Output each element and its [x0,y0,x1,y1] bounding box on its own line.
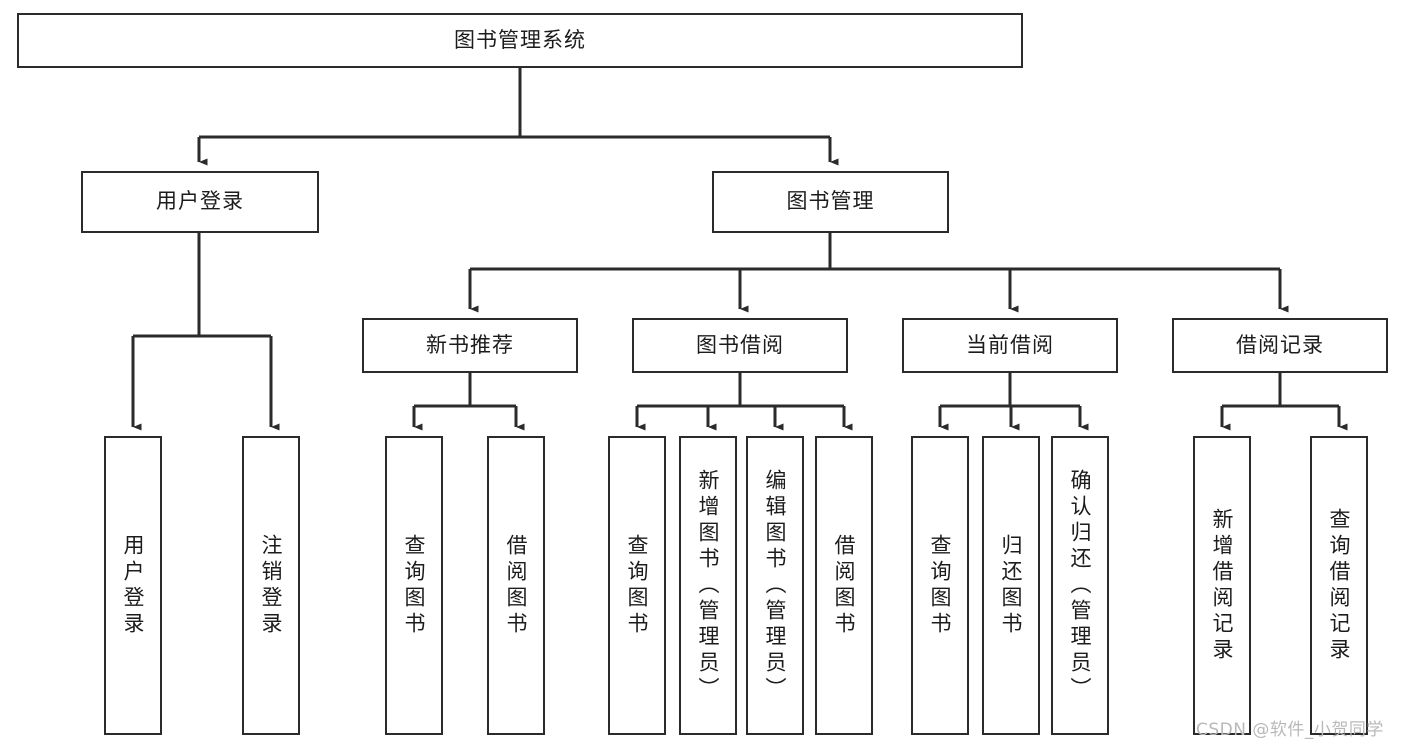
node-new-book-rec[interactable]: 新书推荐 [362,318,578,373]
node-leaf-return-book[interactable]: 归还图书 [982,436,1040,735]
node-leaf-confirm-return-label: 确认归还（管理员） [1068,468,1093,703]
node-leaf-user-logout[interactable]: 注销登录 [242,436,300,735]
node-leaf-user-login[interactable]: 用户登录 [104,436,162,735]
node-leaf-query-borrow-record-label: 查询借阅记录 [1327,507,1352,664]
node-leaf-query-book-borrow[interactable]: 查询图书 [608,436,666,735]
node-leaf-query-book-rec[interactable]: 查询图书 [385,436,443,735]
node-root-label: 图书管理系统 [454,27,586,52]
node-leaf-borrow-book[interactable]: 借阅图书 [815,436,873,735]
node-new-book-rec-label: 新书推荐 [426,332,514,357]
node-leaf-query-book-current-label: 查询图书 [928,533,953,638]
node-borrow-record-label: 借阅记录 [1236,332,1324,357]
node-leaf-add-borrow-record-label: 新增借阅记录 [1210,507,1235,664]
node-book-manage[interactable]: 图书管理 [712,171,949,233]
node-book-borrow[interactable]: 图书借阅 [632,318,848,373]
node-leaf-user-login-label: 用户登录 [121,533,146,638]
node-root[interactable]: 图书管理系统 [17,13,1023,68]
node-current-borrow[interactable]: 当前借阅 [902,318,1118,373]
node-user-login[interactable]: 用户登录 [81,171,319,233]
node-leaf-borrow-book-label: 借阅图书 [832,533,857,638]
node-leaf-user-logout-label: 注销登录 [259,533,284,638]
node-leaf-borrow-book-rec[interactable]: 借阅图书 [487,436,545,735]
node-borrow-record[interactable]: 借阅记录 [1172,318,1388,373]
node-leaf-edit-book-label: 编辑图书（管理员） [763,468,788,703]
node-leaf-add-borrow-record[interactable]: 新增借阅记录 [1193,436,1251,735]
node-leaf-add-book[interactable]: 新增图书（管理员） [679,436,737,735]
node-leaf-edit-book[interactable]: 编辑图书（管理员） [746,436,804,735]
node-leaf-query-borrow-record[interactable]: 查询借阅记录 [1310,436,1368,735]
node-leaf-query-book-current[interactable]: 查询图书 [911,436,969,735]
node-leaf-query-book-borrow-label: 查询图书 [625,533,650,638]
node-book-manage-label: 图书管理 [786,189,875,214]
node-leaf-query-book-rec-label: 查询图书 [402,533,427,638]
csdn-watermark: CSDN @软件_小贺同学 [1196,720,1384,740]
node-book-borrow-label: 图书借阅 [696,332,784,357]
node-current-borrow-label: 当前借阅 [966,332,1054,357]
node-user-login-label: 用户登录 [156,189,244,214]
node-leaf-add-book-label: 新增图书（管理员） [696,468,721,703]
node-leaf-return-book-label: 归还图书 [999,533,1024,638]
node-leaf-confirm-return[interactable]: 确认归还（管理员） [1051,436,1109,735]
node-leaf-borrow-book-rec-label: 借阅图书 [504,533,529,638]
